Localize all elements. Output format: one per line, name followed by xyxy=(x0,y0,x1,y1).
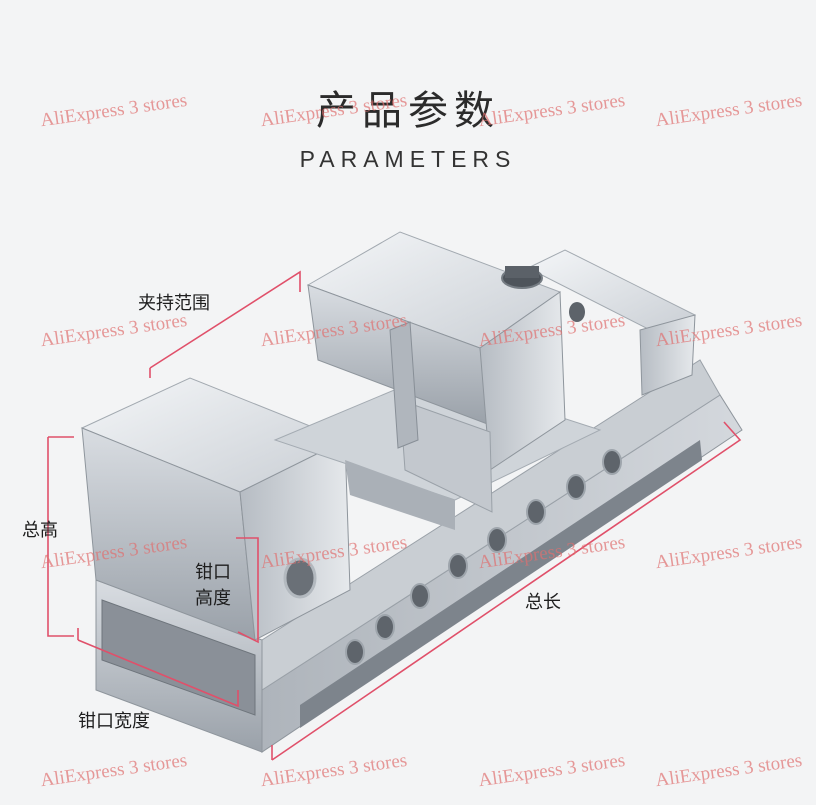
jaw-height-label-line2: 高度 xyxy=(195,588,231,609)
base-holes xyxy=(345,449,622,665)
jaw-width-line xyxy=(77,639,239,708)
dimension-lines xyxy=(47,270,742,761)
clamping-range-line xyxy=(149,270,301,369)
fixed-jaw-bolt-hole xyxy=(283,557,317,599)
page-title-cn: 产品参数 xyxy=(316,88,500,134)
total-height-label: 总高 xyxy=(22,520,58,541)
jaw-height-label: 钳口 高度 xyxy=(195,560,231,612)
base-end-slot xyxy=(101,599,256,716)
v-block xyxy=(389,321,419,449)
page-title-en: PARAMETERS xyxy=(299,146,517,172)
clamping-range-label: 夹持范围 xyxy=(138,293,210,314)
movable-jaw-side xyxy=(479,291,566,471)
fixed-jaw-side xyxy=(239,439,351,641)
jaw-height-label-line1: 钳口 xyxy=(195,562,231,583)
base-side-slot xyxy=(300,440,702,728)
total-length-label: 总长 xyxy=(525,592,561,613)
jaw-height-line xyxy=(236,537,259,644)
guide-rail-side xyxy=(345,460,455,530)
jaw-width-label: 钳口宽度 xyxy=(78,711,150,732)
movable-jaw-lower xyxy=(399,399,493,513)
rear-block-side xyxy=(639,314,696,396)
total-length-line xyxy=(271,421,742,761)
